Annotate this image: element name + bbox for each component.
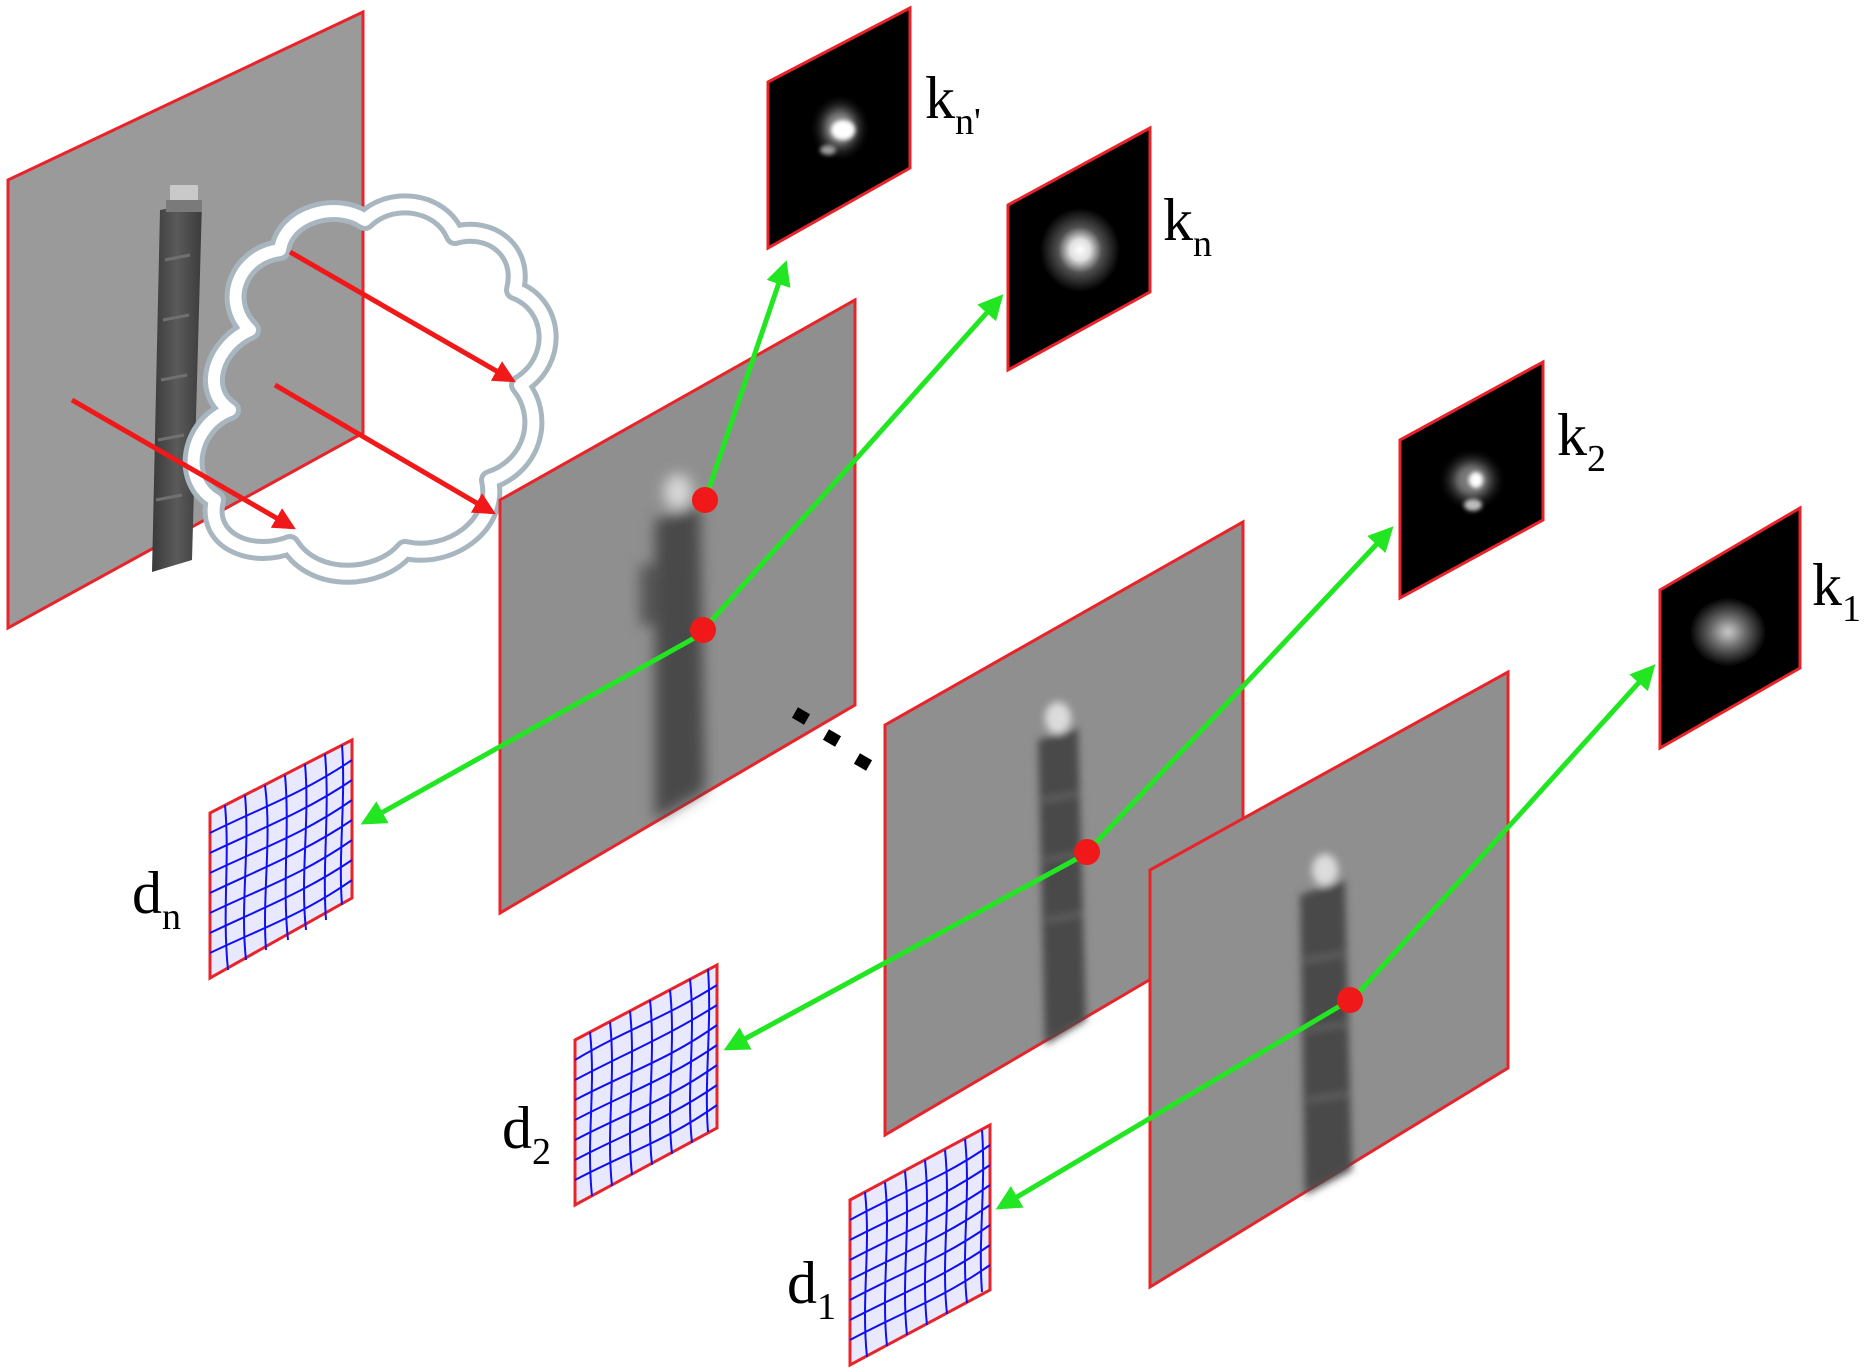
label-d-n: dn [132,860,181,938]
warp-grid-d-n [208,737,354,981]
turbulence-arrow [70,397,296,530]
label-k-2: k2 [1557,402,1606,480]
label-d-2: d2 [502,1095,551,1173]
kernel-k-n-prime [766,5,912,251]
source-frame [6,9,365,631]
arrow-to-d-2 [723,853,1084,1051]
sample-point [1074,839,1100,865]
turbulence-arrow [273,382,496,515]
sample-point [690,617,716,643]
ellipsis-dots-icon [791,707,873,771]
label-k-n: kn [1163,187,1212,265]
label-k-n-prime: kn' [925,65,981,143]
turbulence-arrows [70,249,516,530]
sample-point [692,487,718,513]
kernel-k-2 [1398,359,1545,601]
frame-n [498,297,857,916]
arrow-to-k-n [701,294,1004,632]
arrow-to-d-n [360,633,700,825]
label-d-1: d1 [787,1250,836,1328]
label-k-1: k1 [1812,552,1861,630]
turbulence-cloud-icon [182,193,559,585]
warp-grid-d-1 [848,1122,992,1368]
frame-n-tower [640,474,705,820]
arrow-to-d-1 [995,1000,1347,1210]
turbulence-arrow [288,249,516,383]
kernel-k-n [1006,125,1152,373]
connector-arrows [360,260,1656,1210]
sample-points [690,487,1363,1013]
arrow-to-k-n-prime [702,260,791,501]
frame-2-tower [1038,702,1086,1045]
frame-2 [883,519,1245,1138]
sample-point [1337,987,1363,1013]
frame-1-tower [1300,854,1352,1195]
warp-grid-d-2 [573,962,719,1208]
arrow-to-k-1 [1350,664,1656,1002]
kernel-k-1 [1658,505,1802,751]
frame-1 [1148,669,1510,1290]
arrow-to-k-2 [1085,526,1394,854]
